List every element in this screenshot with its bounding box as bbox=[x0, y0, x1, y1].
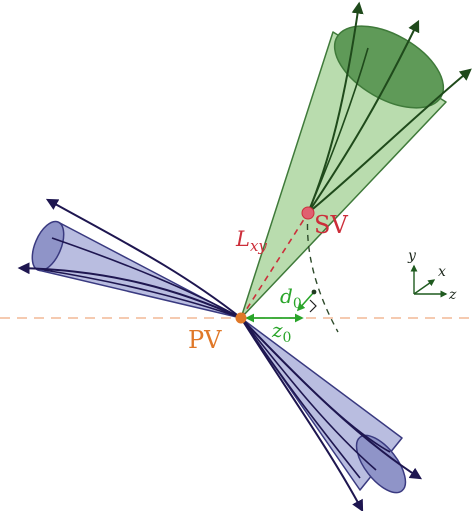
pv-label: PV bbox=[188, 326, 222, 354]
lxy-label: Lxy bbox=[235, 227, 267, 255]
z0-label: z0 bbox=[271, 318, 291, 346]
axis-z-label: z bbox=[448, 287, 457, 303]
axis-x-label: x bbox=[438, 264, 446, 280]
coordinate-axes: y x z bbox=[407, 248, 457, 303]
primary-vertex bbox=[235, 312, 247, 324]
secondary-vertex bbox=[301, 206, 315, 220]
right-angle-mark bbox=[309, 299, 317, 313]
upper-left-jet-cone bbox=[17, 198, 242, 319]
d0-point bbox=[311, 289, 317, 295]
d0-label: d0 bbox=[280, 284, 302, 312]
sv-label: SV bbox=[314, 211, 348, 239]
lower-right-jet-cone bbox=[240, 317, 423, 511]
axis-y-label: y bbox=[407, 248, 417, 264]
track-extrapolation bbox=[306, 212, 339, 333]
lxy-flight-line bbox=[240, 212, 309, 319]
d0-arrow bbox=[296, 291, 315, 312]
secondary-jet-cone bbox=[240, 1, 472, 319]
